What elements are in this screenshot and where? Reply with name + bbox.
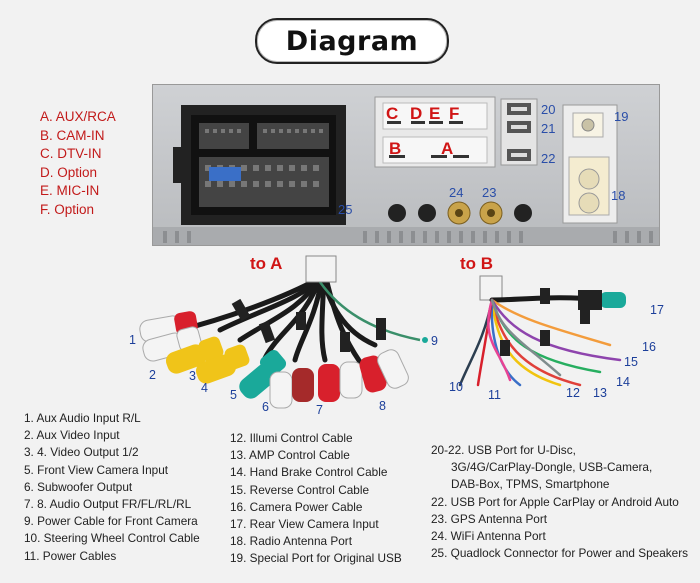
panel-number: 19 <box>614 109 629 124</box>
note-item: 17. Rear View Camera Input <box>230 517 379 532</box>
cable-number: 3 <box>189 369 196 383</box>
legend-item: D. Option <box>40 164 98 180</box>
cable-number: 16 <box>642 340 656 354</box>
legend-item: F. Option <box>40 201 95 217</box>
note-item: 6. Subwoofer Output <box>24 479 133 494</box>
rear-panel <box>152 84 660 246</box>
port-letter: F <box>449 104 460 123</box>
port-letter: C <box>386 104 399 123</box>
rear-panel-art <box>153 96 659 245</box>
cable-number: 15 <box>624 355 638 369</box>
note-item: 2. Aux Video Input <box>24 428 120 443</box>
note-item: 19. Special Port for Original USB <box>230 551 402 566</box>
panel-number: 24 <box>449 185 464 200</box>
cable-number: 5 <box>230 388 237 402</box>
cable-number: 17 <box>650 303 664 317</box>
panel-number: 18 <box>611 188 626 203</box>
note-item: 5. Front View Camera Input <box>24 462 169 477</box>
note-item: 24. WiFi Antenna Port <box>431 529 546 544</box>
cable-number: 14 <box>616 375 630 389</box>
note-item: DAB-Box, TPMS, Smartphone <box>451 477 610 492</box>
note-item: 10. Steering Wheel Control Cable <box>24 531 200 546</box>
rca-plugs-a <box>139 311 409 409</box>
to-a-label: to A <box>250 254 283 273</box>
panel-number: 20 <box>541 102 556 117</box>
note-item: 18. Radio Antenna Port <box>230 534 352 549</box>
note-item: 7. 8. Audio Output FR/FL/RL/RL <box>24 497 192 512</box>
cable-number: 1 <box>129 333 136 347</box>
notes-column-2: 12. Illumi Control Cable 13. AMP Control… <box>230 430 402 568</box>
cable-number: 4 <box>201 381 208 395</box>
notes-column-1: 1. Aux Audio Input R/L 2. Aux Video Inpu… <box>24 410 200 565</box>
notes-column-3: 20-22. USB Port for U-Disc, 3G/4G/CarPla… <box>431 442 688 562</box>
panel-number: 23 <box>482 185 497 200</box>
legend-item: A. AUX/RCA <box>40 109 116 124</box>
cable-number: 11 <box>488 388 501 402</box>
note-item: 13. AMP Control Cable <box>230 448 350 463</box>
cable-number: 9 <box>431 334 438 348</box>
note-item: 20-22. USB Port for U-Disc, <box>431 443 576 457</box>
panel-number: 25 <box>338 202 353 217</box>
cable-number: 7 <box>316 403 323 417</box>
legend-item: B. CAM-IN <box>40 127 105 143</box>
cable-number: 12 <box>566 386 580 400</box>
note-item: 15. Reverse Control Cable <box>230 482 370 497</box>
cable-number: 8 <box>379 399 386 413</box>
note-item: 9. Power Cable for Front Camera <box>24 514 198 529</box>
note-item: 14. Hand Brake Control Cable <box>230 465 388 480</box>
port-legend: A. AUX/RCA B. CAM-IN C. DTV-IN D. Option… <box>40 108 116 220</box>
note-item: 23. GPS Antenna Port <box>431 511 548 526</box>
note-item: 1. Aux Audio Input R/L <box>24 411 141 425</box>
cable-number: 13 <box>593 386 607 400</box>
note-item: 3. 4. Video Output 1/2 <box>24 445 139 460</box>
panel-number: 21 <box>541 121 556 136</box>
port-letter: B <box>389 139 402 158</box>
port-letter: E <box>429 104 441 123</box>
cable-number: 10 <box>449 380 463 394</box>
note-item: 3G/4G/CarPlay-Dongle, USB-Camera, <box>451 460 653 475</box>
panel-number: 22 <box>541 151 556 166</box>
port-letter: A <box>441 139 454 158</box>
diagram-title-pill: Diagram <box>255 18 449 64</box>
cable-number: 2 <box>149 368 156 382</box>
port-letter: D <box>410 104 423 123</box>
note-item: 22. USB Port for Apple CarPlay or Androi… <box>431 494 679 509</box>
page-title: Diagram <box>285 25 419 57</box>
note-item: 25. Quadlock Connector for Power and Spe… <box>431 546 689 561</box>
note-item: 11. Power Cables <box>24 548 117 563</box>
note-item: 16. Camera Power Cable <box>230 499 363 514</box>
legend-item: E. MIC-IN <box>40 183 100 199</box>
to-b-label: to B <box>460 254 494 273</box>
note-item: 12. Illumi Control Cable <box>230 431 353 445</box>
cable-number: 6 <box>262 400 269 414</box>
legend-item: C. DTV-IN <box>40 146 102 162</box>
